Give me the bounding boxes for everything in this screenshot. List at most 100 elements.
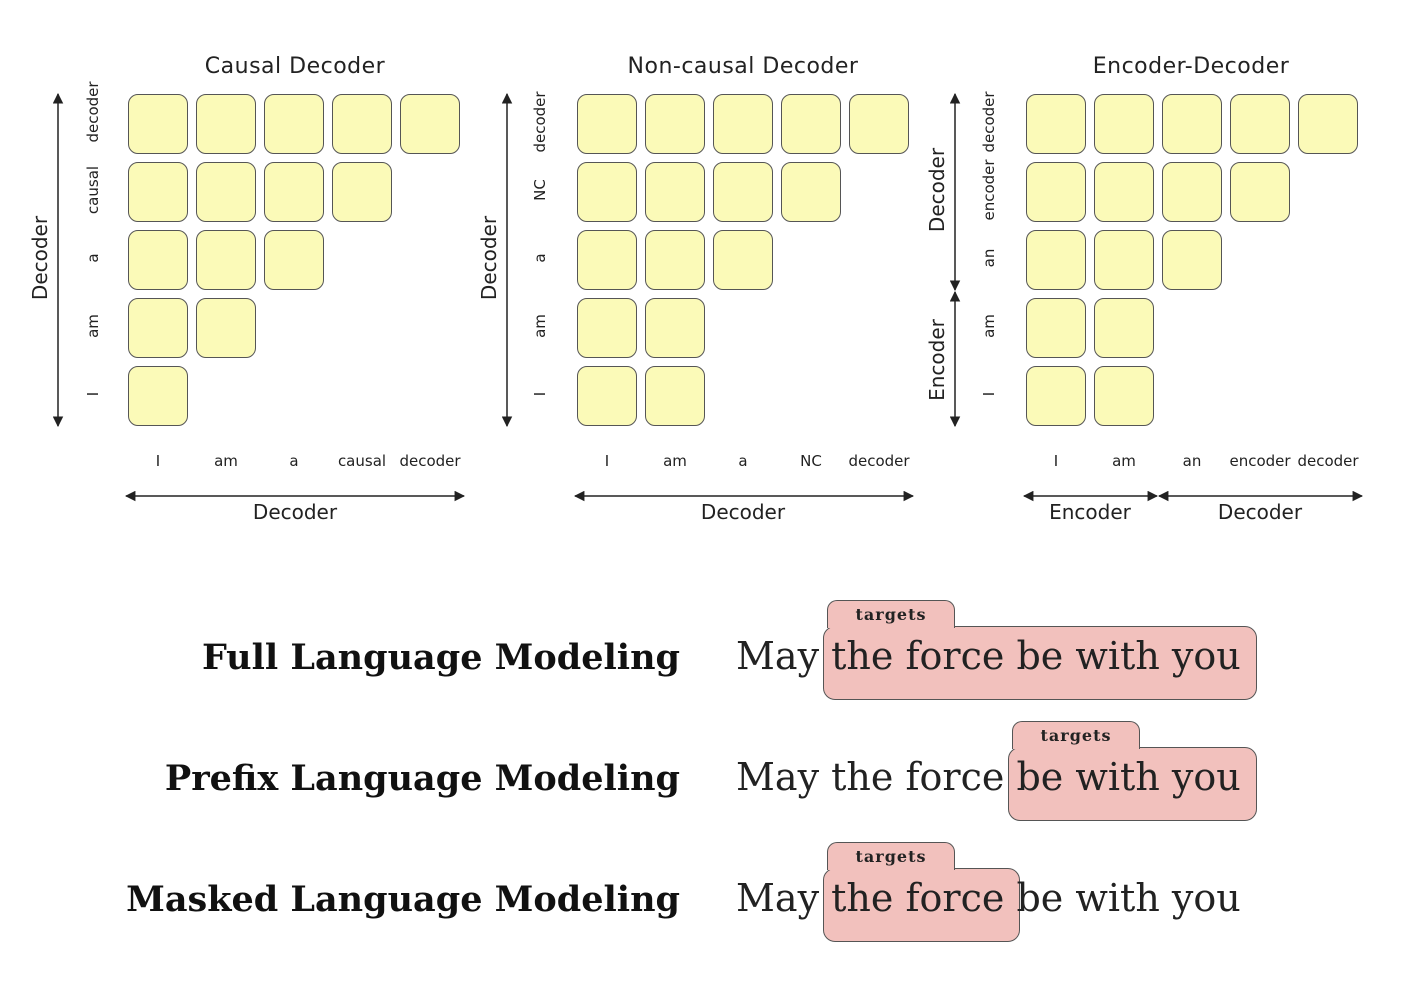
col-token: I: [604, 452, 610, 470]
targets-tab: targets: [827, 842, 955, 870]
attention-cell: [1094, 298, 1154, 358]
attention-cell: [781, 94, 841, 154]
target-highlight: [1008, 747, 1257, 821]
targets-tab: targets: [1012, 721, 1140, 749]
x-axis-label: Decoder: [700, 500, 786, 524]
sentence-word: with: [1075, 755, 1160, 799]
x-axis-label: Decoder: [252, 500, 338, 524]
attention-cell: [400, 94, 460, 154]
targets-tab: targets: [827, 600, 955, 628]
attention-cell: [128, 162, 188, 222]
panel-title-noncausal: Non-causal Decoder: [627, 54, 859, 79]
sentence-word: May: [736, 876, 820, 920]
y-axis-label: Decoder: [28, 215, 52, 301]
attention-cell: [1026, 230, 1086, 290]
sentence-word: you: [1171, 876, 1241, 920]
attention-cell: [264, 162, 324, 222]
sentence-word: you: [1171, 634, 1241, 678]
attention-cell: [577, 162, 637, 222]
panel-title-causal: Causal Decoder: [204, 54, 386, 79]
attention-cell: [577, 94, 637, 154]
x-axis-label-decoder: Decoder: [1217, 500, 1303, 524]
sentence-word: with: [1075, 634, 1160, 678]
sentence-masked: May the force be with you targets: [736, 842, 1241, 942]
col-token: I: [155, 452, 161, 470]
attention-cell: [196, 162, 256, 222]
col-token: am: [214, 452, 238, 470]
sentence-word: be: [1016, 876, 1064, 920]
sentence-word: the: [831, 634, 894, 678]
attention-cell: [713, 230, 773, 290]
attention-cell: [1094, 94, 1154, 154]
sentence-word: be: [1016, 755, 1064, 799]
attention-cell: [128, 298, 188, 358]
attention-cell: [1162, 162, 1222, 222]
attention-cell: [849, 94, 909, 154]
sentence-word: force: [905, 876, 1005, 920]
attention-cell: [645, 298, 705, 358]
attention-cell: [264, 230, 324, 290]
attention-cell: [1162, 94, 1222, 154]
axis-arrows: [52, 92, 1364, 502]
objective-label-prefix: Prefix Language Modeling: [164, 758, 680, 799]
col-token: causal: [337, 452, 387, 470]
col-token: decoder: [1297, 452, 1359, 470]
sentence-word: May: [736, 634, 820, 678]
attention-cell: [713, 94, 773, 154]
attention-cell: [1230, 94, 1290, 154]
attention-cell: [332, 94, 392, 154]
sentence-word: with: [1075, 876, 1160, 920]
sentence-word: the: [831, 876, 894, 920]
attention-cell: [1026, 298, 1086, 358]
col-token: a: [289, 452, 299, 470]
attention-cell: [1094, 162, 1154, 222]
col-token: am: [663, 452, 687, 470]
attention-cell: [645, 366, 705, 426]
objective-label-full: Full Language Modeling: [201, 637, 680, 678]
attention-cell: [1026, 162, 1086, 222]
attention-cell: [128, 366, 188, 426]
attention-cell: [781, 162, 841, 222]
attention-cell: [577, 366, 637, 426]
attention-cell: [1094, 366, 1154, 426]
col-token: decoder: [399, 452, 461, 470]
sentence-prefix: May the force be with you targets: [736, 721, 1257, 821]
sentence-word: force: [905, 755, 1005, 799]
attention-cell: [1026, 366, 1086, 426]
col-token: I: [1053, 452, 1059, 470]
attention-cell: [128, 230, 188, 290]
attention-cell: [196, 298, 256, 358]
sentence-word: May: [736, 755, 820, 799]
col-token: am: [1112, 452, 1136, 470]
col-token: an: [1182, 452, 1202, 470]
x-axis-label-encoder: Encoder: [1049, 500, 1131, 524]
attention-cell: [645, 94, 705, 154]
sentence-word: force: [905, 634, 1005, 678]
attention-cell: [1094, 230, 1154, 290]
y-axis-label: Decoder: [477, 215, 501, 301]
attention-cell: [332, 162, 392, 222]
attention-cell: [1230, 162, 1290, 222]
attention-cell: [264, 94, 324, 154]
attention-cell: [196, 230, 256, 290]
attention-cell: [577, 298, 637, 358]
attention-cell: [196, 94, 256, 154]
attention-cell: [1026, 94, 1086, 154]
y-axis-label-decoder: Decoder: [925, 147, 949, 233]
target-highlight: [823, 626, 1257, 700]
attention-cell: [577, 230, 637, 290]
y-axis-label-encoder: Encoder: [925, 319, 949, 401]
attention-cell: [645, 162, 705, 222]
attention-cell: [713, 162, 773, 222]
sentence-word: the: [831, 755, 894, 799]
attention-cell: [1162, 230, 1222, 290]
target-highlight: [823, 868, 1020, 942]
attention-cell: [645, 230, 705, 290]
sentence-word: you: [1171, 755, 1241, 799]
objective-label-masked: Masked Language Modeling: [126, 879, 680, 920]
col-token: decoder: [848, 452, 910, 470]
attention-cell: [1298, 94, 1358, 154]
col-token: NC: [800, 452, 822, 470]
attention-cell: [128, 94, 188, 154]
